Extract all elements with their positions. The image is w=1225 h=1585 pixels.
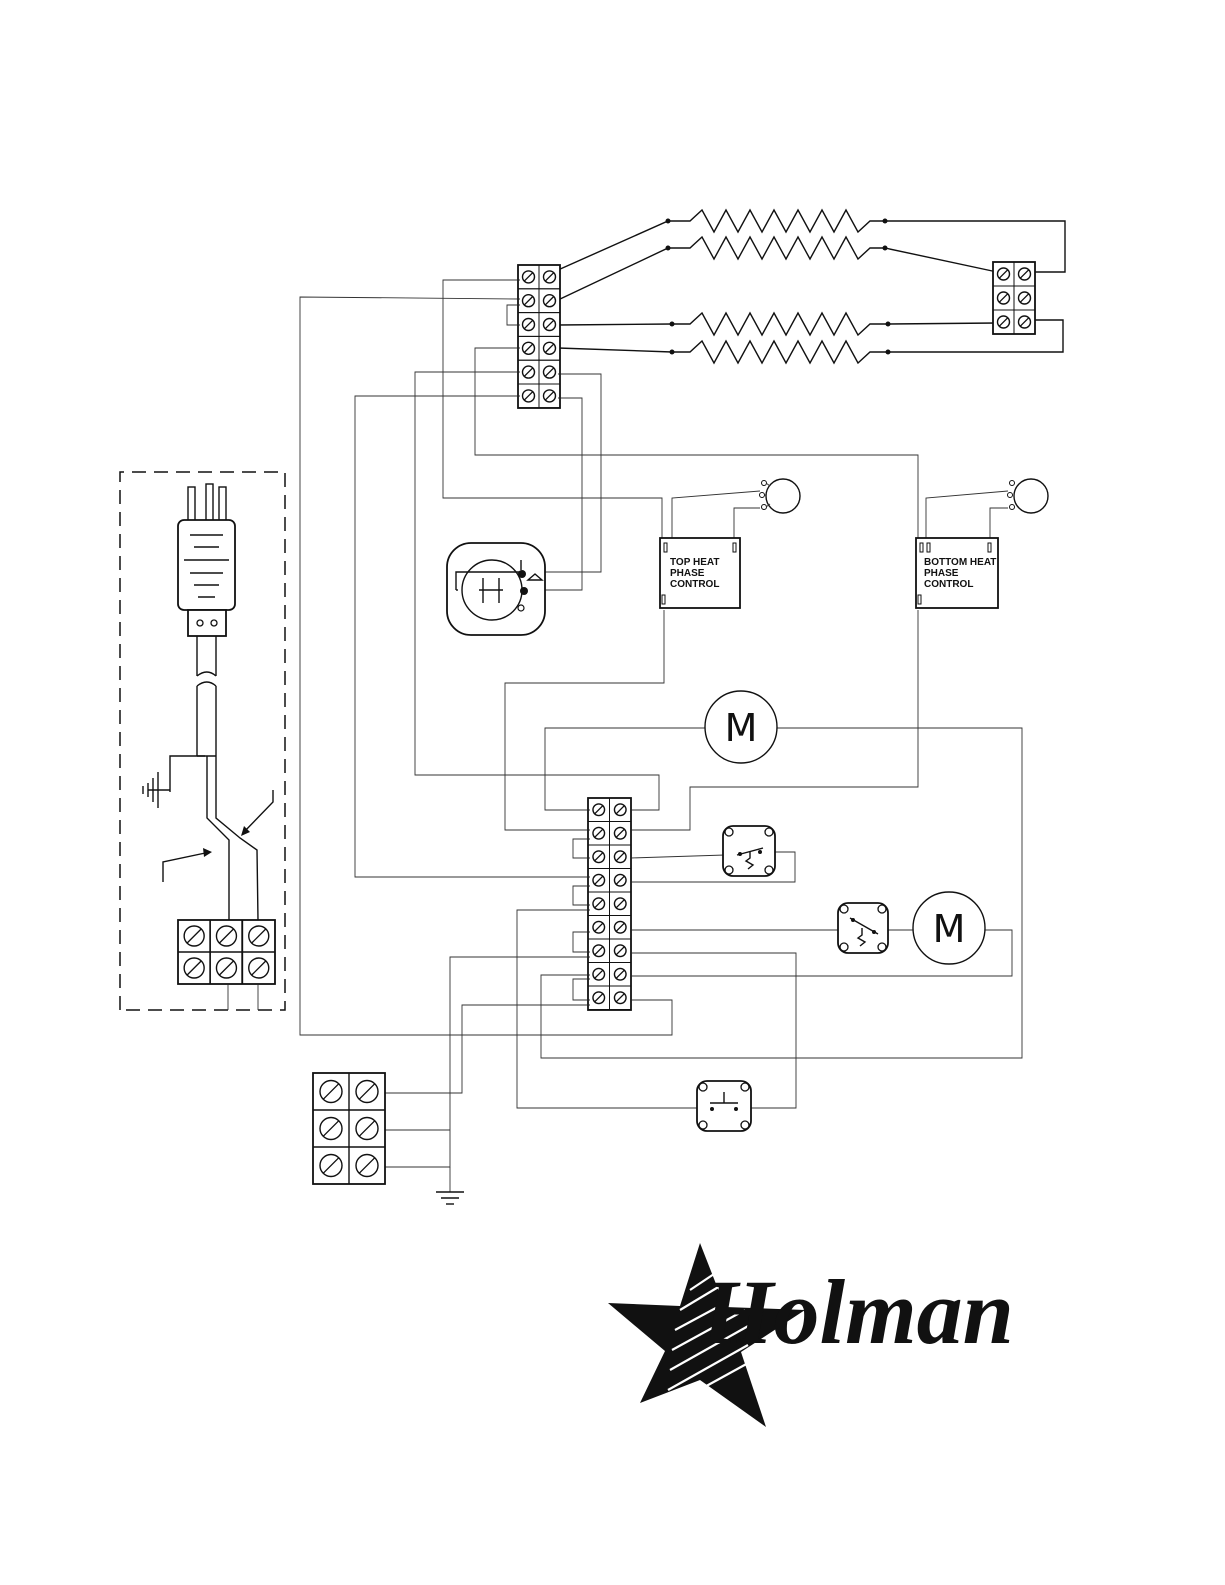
thermostat-switch-icon: [838, 903, 888, 953]
bottom-control-label-2: PHASE: [924, 568, 959, 579]
push-button-switch-icon: [697, 1081, 751, 1131]
thermostat-switch-icon: [723, 826, 775, 876]
ground-icon: [143, 772, 170, 808]
star-logo-icon: Holman: [608, 1243, 1014, 1427]
top-control-label-2: PHASE: [670, 568, 705, 579]
motor-symbol-2: M: [933, 907, 966, 951]
motor-icon: M: [705, 691, 777, 763]
ground-icon: [436, 1192, 464, 1204]
power-plug-icon: [178, 484, 235, 756]
top-control-label-3: CONTROL: [670, 579, 719, 590]
heating-element-icon: [558, 237, 997, 300]
logo-text: Holman: [701, 1261, 1014, 1363]
bottom-control-label-1: BOTTOM HEAT: [924, 557, 996, 568]
wiring: [300, 280, 1022, 1192]
bottom-control-label-3: CONTROL: [924, 579, 973, 590]
timer-switch-icon: [447, 543, 545, 635]
motor-symbol: M: [725, 706, 758, 750]
potentiometer-icon: [760, 479, 801, 513]
heating-element-icon: [558, 313, 997, 335]
bottom-heat-phase-control: BOTTOM HEAT PHASE CONTROL: [916, 538, 998, 608]
top-heat-phase-control: TOP HEAT PHASE CONTROL: [660, 538, 740, 608]
terminal-screws: [178, 262, 1035, 1184]
heating-element-icon: [558, 210, 1065, 272]
motor-icon: M: [913, 892, 985, 964]
heating-element-icon: [558, 320, 1063, 363]
potentiometer-icon: [1008, 479, 1049, 513]
top-control-label-1: TOP HEAT: [670, 557, 719, 568]
